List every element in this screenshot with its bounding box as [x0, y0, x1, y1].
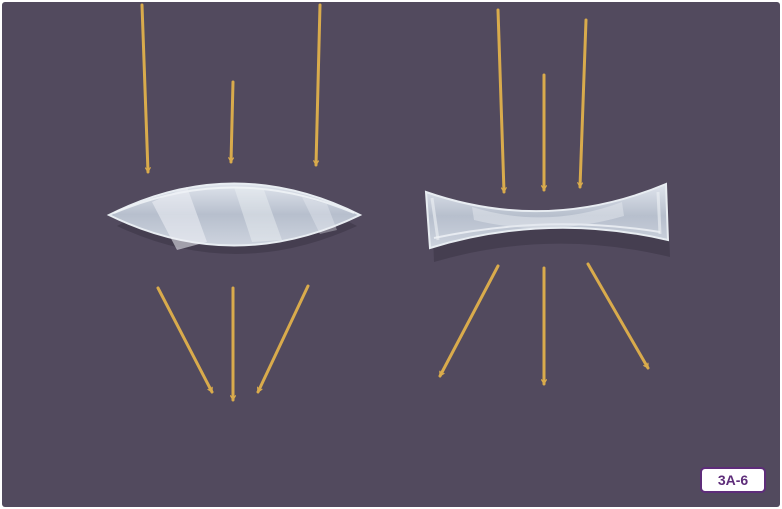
figure-label: 3A-6: [700, 467, 766, 493]
concave-incoming-ray-left: [498, 10, 504, 192]
convex-incoming-ray-left: [142, 5, 148, 172]
convex-incoming-ray-right: [316, 5, 320, 165]
concave-lens-group: [426, 10, 670, 384]
concave-incoming-ray-right: [580, 20, 586, 187]
convex-lens-group: [109, 5, 360, 400]
concave-outgoing-ray-left: [440, 266, 498, 376]
concave-outgoing-ray-right: [588, 264, 648, 368]
convex-outgoing-ray-right: [258, 286, 308, 392]
concave-lens-right-edge: [658, 192, 660, 234]
convex-incoming-ray-center: [231, 82, 233, 162]
convex-outgoing-ray-left: [158, 288, 212, 392]
